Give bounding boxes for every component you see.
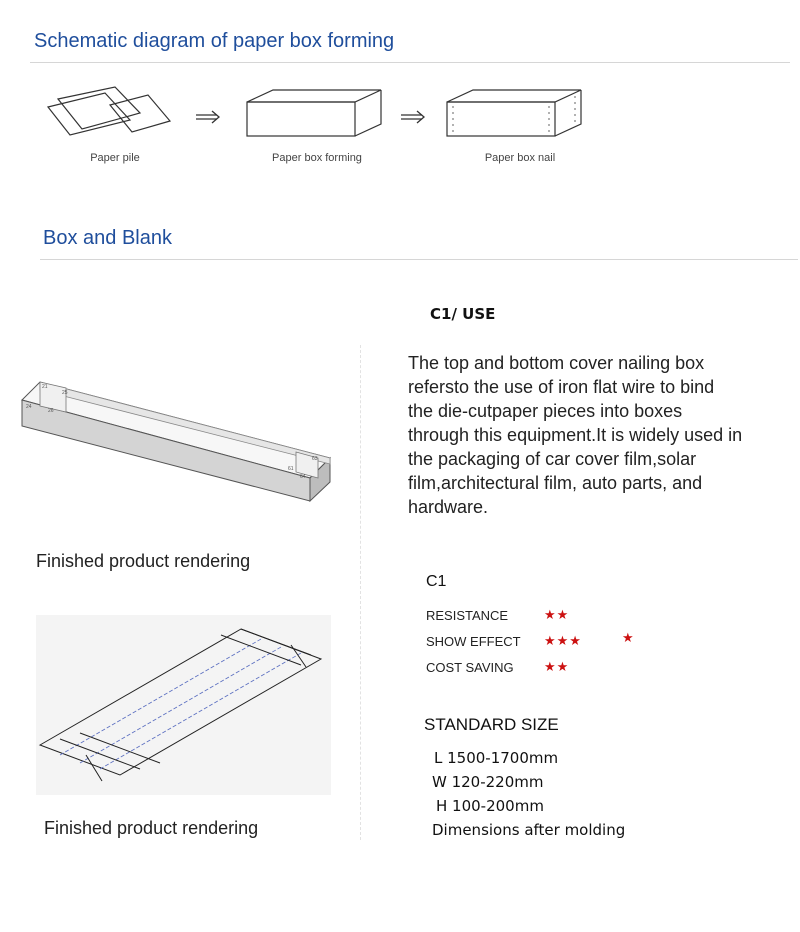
standard-size-heading: STANDARD SIZE bbox=[424, 715, 559, 734]
step-label-paper-box-nail: Paper box nail bbox=[484, 152, 556, 164]
star-rating-icon: ★★ bbox=[544, 659, 570, 674]
svg-text:61: 61 bbox=[288, 466, 294, 472]
step-label-paper-pile: Paper pile bbox=[90, 152, 140, 164]
description-line: through this equipment.It is widely used… bbox=[408, 425, 743, 445]
box-blank-title: Box and Blank bbox=[43, 227, 172, 249]
step-label-paper-box-forming: Paper box forming bbox=[272, 152, 362, 164]
paper-box-nail-icon bbox=[446, 89, 582, 137]
size-note: Dimensions after molding bbox=[432, 821, 626, 839]
paper-box-forming-icon bbox=[246, 89, 382, 137]
rating-label: COST SAVING bbox=[426, 659, 514, 675]
arrow-right-icon bbox=[401, 110, 425, 124]
caption-flat-blank: Finished product rendering bbox=[44, 818, 259, 838]
schematic-divider bbox=[30, 62, 790, 63]
rating-row: SHOW EFFECT ★★★ bbox=[426, 628, 582, 654]
svg-text:21: 21 bbox=[42, 384, 48, 390]
svg-text:26: 26 bbox=[48, 408, 54, 414]
size-height: H 100-200mm bbox=[436, 797, 544, 815]
star-rating-icon: ★★★ bbox=[544, 633, 582, 648]
svg-text:25: 25 bbox=[62, 390, 68, 396]
size-length: L 1500-1700mm bbox=[434, 749, 559, 767]
description-line: the die-cutpaper pieces into boxes bbox=[408, 401, 683, 421]
schematic-title: Schematic diagram of paper box forming bbox=[34, 30, 395, 52]
description: The top and bottom cover nailing box ref… bbox=[408, 351, 742, 519]
size-list: L 1500-1700mm W 120-220mm H 100-200mm Di… bbox=[432, 749, 625, 845]
column-divider bbox=[360, 345, 361, 840]
rating-label: RESISTANCE bbox=[426, 607, 509, 623]
rating-row: RESISTANCE ★★ bbox=[426, 602, 582, 628]
description-line: the packaging of car cover film,solar bbox=[408, 449, 697, 469]
long-box-render-icon: 21 25 24 26 61 64 63 bbox=[21, 381, 331, 503]
use-heading: C1/ USE bbox=[430, 305, 496, 323]
size-width: W 120-220mm bbox=[432, 773, 544, 791]
description-line: film,architectural film, auto parts, and bbox=[408, 473, 703, 493]
flat-blank-render-icon bbox=[36, 615, 331, 795]
star-rating-icon: ★★ bbox=[544, 607, 570, 622]
svg-text:24: 24 bbox=[26, 404, 32, 410]
caption-long-box: Finished product rendering bbox=[36, 551, 251, 571]
description-line: hardware. bbox=[408, 497, 489, 517]
svg-text:63: 63 bbox=[312, 456, 318, 462]
description-line: refersto the use of iron flat wire to bi… bbox=[408, 377, 715, 397]
box-blank-divider bbox=[40, 259, 798, 260]
arrow-right-icon bbox=[196, 110, 220, 124]
stray-star-icon: ★ bbox=[622, 630, 635, 645]
ratings-list: RESISTANCE ★★ SHOW EFFECT ★★★ COST SAVIN… bbox=[426, 602, 582, 680]
description-line: The top and bottom cover nailing box bbox=[408, 353, 705, 373]
model-label: C1 bbox=[426, 573, 447, 590]
rating-label: SHOW EFFECT bbox=[426, 633, 521, 649]
paper-pile-icon bbox=[46, 86, 172, 136]
svg-text:64: 64 bbox=[300, 474, 306, 480]
rating-row: COST SAVING ★★ bbox=[426, 654, 582, 680]
